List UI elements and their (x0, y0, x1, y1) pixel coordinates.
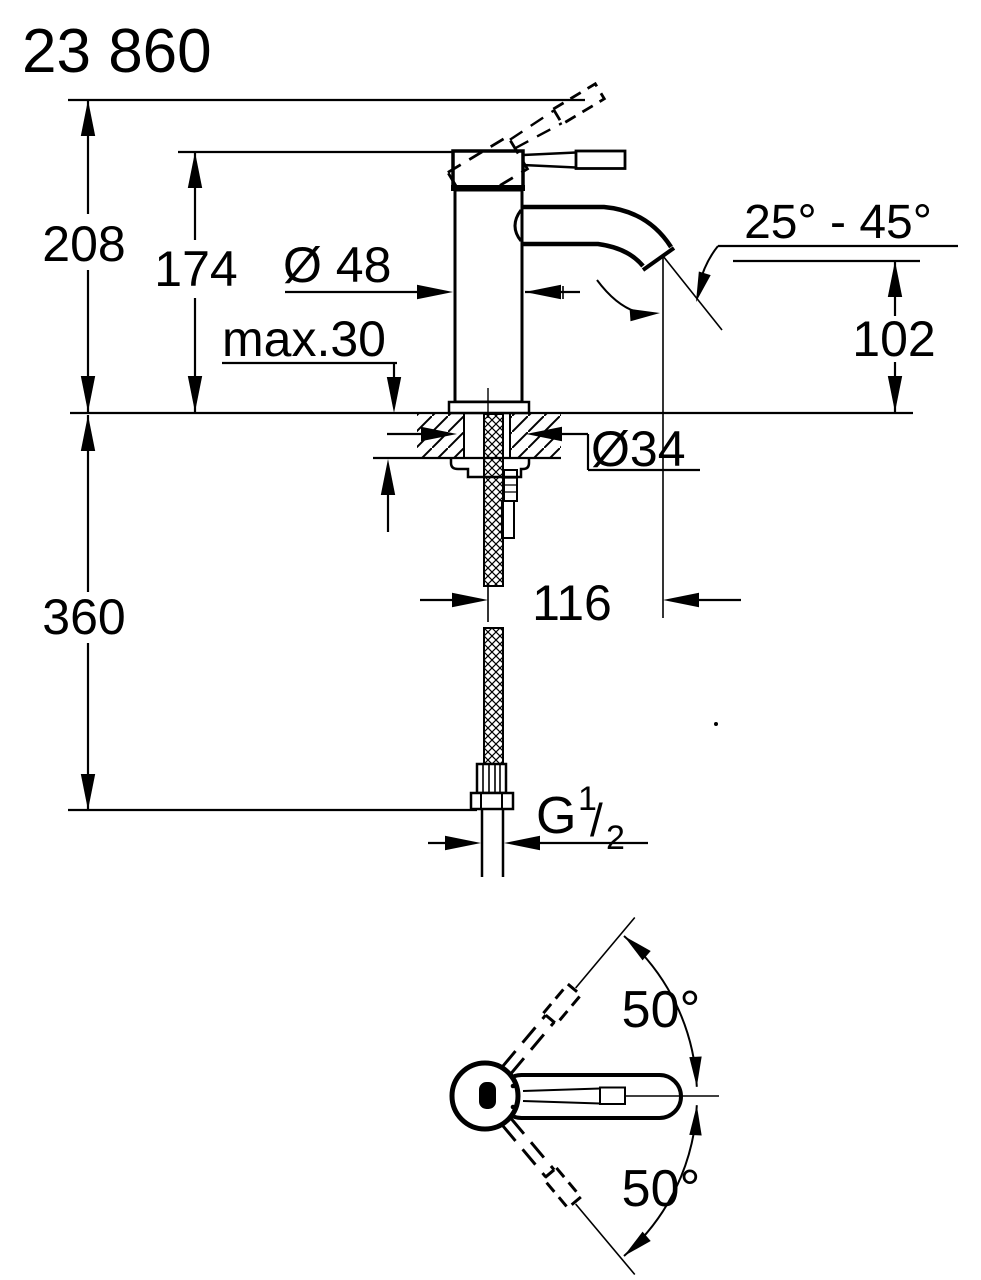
dimension-deck-thickness: max.30 (222, 311, 402, 532)
faucet-lever (522, 149, 627, 170)
faucet-base-plate (447, 400, 531, 415)
dim-max30-label: max.30 (222, 311, 386, 367)
dimension-hose-length: 360 (42, 415, 126, 810)
dimension-outlet-height: 102 (852, 261, 936, 412)
spout-outlet-face (641, 246, 676, 272)
faucet-lever-raised-dashed (445, 81, 607, 207)
dim-174-label: 174 (154, 241, 237, 297)
faucet-head (451, 149, 525, 191)
spout-swing-arc (596, 279, 647, 315)
dimension-total-height: 208 (42, 100, 126, 412)
construction-lines (487, 255, 723, 622)
handle-swing-lower-dashed (501, 1117, 636, 1276)
thread-denominator-label: 2 (606, 819, 625, 857)
faucet-body (447, 188, 531, 418)
product-number-label: 23 860 (22, 17, 212, 86)
dim-116-label: 116 (532, 575, 612, 631)
dim-360-label: 360 (42, 589, 125, 645)
dim-angle-range-label: 25° - 45° (744, 196, 932, 249)
thread-numerator-label: 1 (578, 780, 597, 818)
dimension-spout-angle: 25° - 45° (596, 196, 932, 322)
dim-208-label: 208 (42, 216, 125, 272)
hose-end-collar (475, 762, 508, 795)
dimension-hole-diameter: Ø34 (387, 421, 700, 477)
connection-tube (480, 809, 505, 877)
spout-root-curve (513, 209, 523, 242)
hose-end-nut (469, 791, 515, 811)
supply-hose (469, 413, 515, 877)
spout-angle-line (662, 255, 723, 331)
dim-48-label: Ø 48 (283, 237, 391, 293)
thread-slash-label: / (590, 794, 603, 846)
dimension-swing-angles: 50° 50° (619, 931, 703, 1261)
dimension-body-height: 174 (154, 152, 238, 412)
dim-102-label: 102 (852, 311, 935, 367)
stray-dot (714, 722, 718, 726)
handle-swing-upper-dashed (501, 916, 636, 1075)
dimension-body-diameter: Ø 48 (283, 237, 580, 300)
faucet-spout (513, 204, 676, 272)
top-view: 50° 50° (449, 916, 719, 1276)
dim-50-lower-label: 50° (622, 1160, 701, 1218)
front-view: 208 174 360 Ø 48 max.30 (42, 81, 958, 877)
dimension-thread-size: G 1 / 2 (428, 780, 648, 857)
thread-g-label: G (536, 787, 576, 845)
mounting-deck-hatch (417, 414, 561, 458)
handle-hub (479, 1082, 496, 1109)
dim-50-upper-label: 50° (622, 981, 701, 1039)
dimension-spout-reach: 116 (420, 575, 741, 631)
dim-34-label: Ø34 (591, 421, 686, 477)
